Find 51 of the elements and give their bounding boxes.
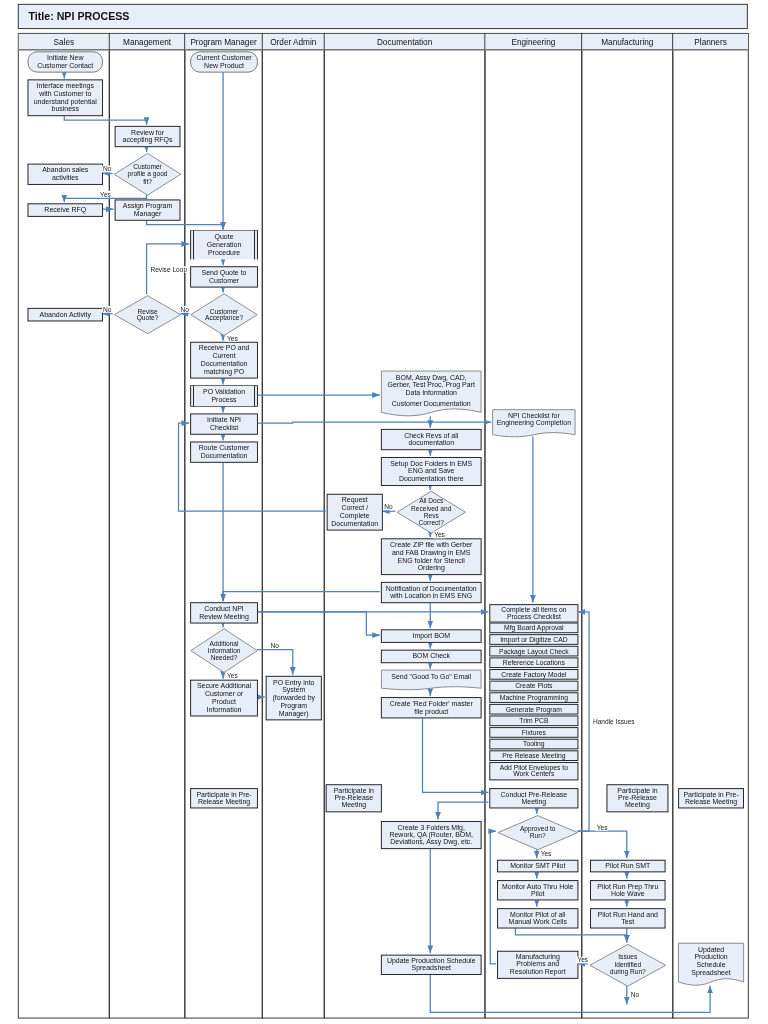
arrow — [427, 415, 434, 429]
arrow — [220, 257, 227, 266]
arrow — [256, 609, 490, 615]
arrow — [178, 420, 327, 512]
arrow — [488, 828, 497, 965]
arrow — [427, 573, 434, 582]
arrow — [427, 688, 434, 697]
arrow — [422, 716, 490, 796]
lane-header: Program Manager — [185, 33, 262, 51]
arrow — [624, 984, 630, 1006]
arrow — [220, 670, 227, 680]
lane-header: Sales — [19, 33, 109, 51]
arrow — [427, 640, 434, 650]
arrow — [427, 661, 434, 670]
arrow — [101, 206, 115, 213]
arrow — [427, 448, 434, 457]
arrow — [101, 310, 114, 317]
lane-header: Planners — [673, 33, 749, 51]
arrow — [256, 649, 296, 676]
arrow — [63, 114, 150, 126]
arrow — [220, 71, 227, 231]
arrow — [624, 927, 630, 944]
lane-header: Engineering — [485, 33, 582, 51]
document-shape — [381, 370, 482, 417]
arrow — [534, 870, 540, 880]
arrow — [101, 170, 114, 177]
arrow — [429, 973, 714, 1013]
arrow — [180, 310, 190, 317]
arrow — [381, 508, 397, 515]
lane-header: Management — [110, 33, 185, 51]
arrow — [61, 70, 68, 80]
arrow — [427, 601, 434, 629]
arrow — [435, 801, 490, 821]
arrow — [220, 404, 227, 414]
arrow — [530, 435, 536, 604]
arrow — [220, 376, 227, 385]
arrow — [256, 694, 266, 700]
lane-header: Order Admin — [262, 33, 324, 51]
diagram-title: Title: NPI PROCESS — [28, 10, 130, 23]
arrow — [577, 830, 630, 859]
arrow — [220, 590, 381, 602]
arrow — [624, 870, 630, 880]
arrow — [577, 609, 590, 832]
lane-header: Manufacturing — [582, 33, 673, 51]
arrow — [146, 241, 190, 295]
arrow — [256, 419, 493, 426]
arrow — [427, 848, 434, 954]
lane-header: Documentation — [324, 33, 485, 51]
arrow — [220, 333, 227, 342]
arrow — [61, 194, 148, 203]
arrow — [534, 848, 540, 859]
